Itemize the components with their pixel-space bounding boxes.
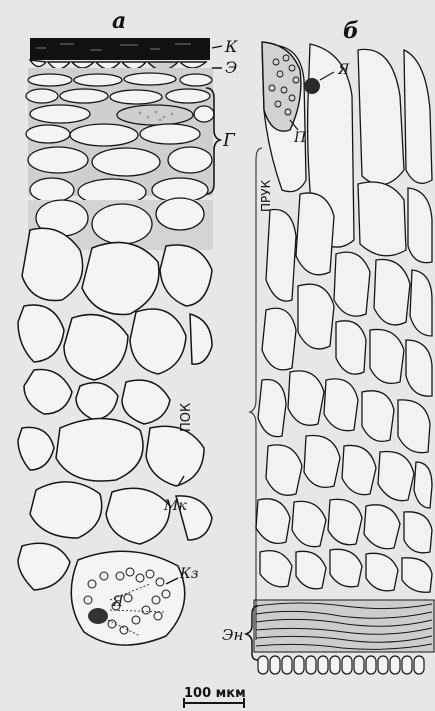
hypodermis-layer	[26, 68, 214, 205]
nucleated-cell-a	[71, 551, 184, 645]
panel-label-b: б	[343, 18, 359, 44]
nucleus-b	[304, 78, 320, 94]
endodermis-band	[254, 600, 434, 652]
panel-b	[246, 42, 434, 674]
label-k: К	[224, 37, 238, 56]
label-ya-b: Я	[337, 62, 350, 78]
label-ya-a: Я	[111, 594, 124, 610]
label-mk: Мк	[163, 498, 187, 514]
panel-a	[18, 38, 222, 645]
label-kz: Кз	[179, 566, 198, 582]
nucleus-a	[88, 608, 108, 624]
scale-bar: 100 мкм	[184, 686, 246, 708]
label-p: П	[293, 130, 307, 146]
bottom-cell-row	[258, 656, 424, 674]
label-g: Г	[222, 130, 236, 151]
scale-bar-label: 100 мкм	[184, 686, 246, 701]
cuticle-layer	[30, 38, 210, 60]
label-zn: Эн	[222, 626, 243, 644]
panel-label-a: а	[112, 8, 126, 34]
label-pruk: ПРУК	[259, 179, 273, 212]
label-e: Э	[225, 58, 237, 77]
label-pok: ПОК	[179, 403, 194, 432]
